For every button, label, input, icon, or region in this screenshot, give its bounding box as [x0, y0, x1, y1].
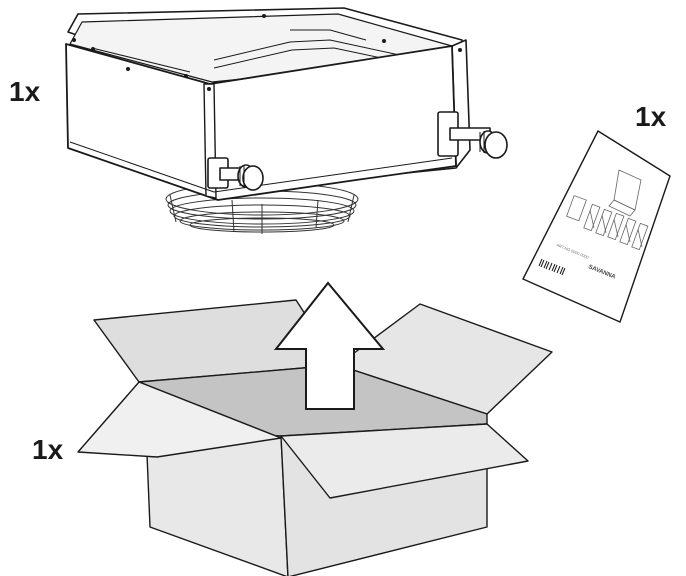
heater-quantity-label: 1x [9, 76, 41, 107]
inner-rails [91, 29, 411, 73]
manual-illustrations [566, 169, 649, 251]
box-right-front-flap [280, 423, 529, 499]
left-pipe-connector [207, 157, 264, 191]
barcode [538, 258, 566, 276]
unpack-up-arrow [273, 281, 386, 410]
screws [72, 14, 462, 91]
manual-booklet: SAVANNA ART.NO 0000 0000 [522, 130, 671, 323]
box-left-front-flap [77, 381, 282, 458]
heater-unit [65, 7, 508, 234]
manual-quantity-label: 1x [635, 101, 667, 132]
right-pipe-connector [437, 111, 508, 159]
box-quantity-label: 1x [32, 434, 64, 465]
